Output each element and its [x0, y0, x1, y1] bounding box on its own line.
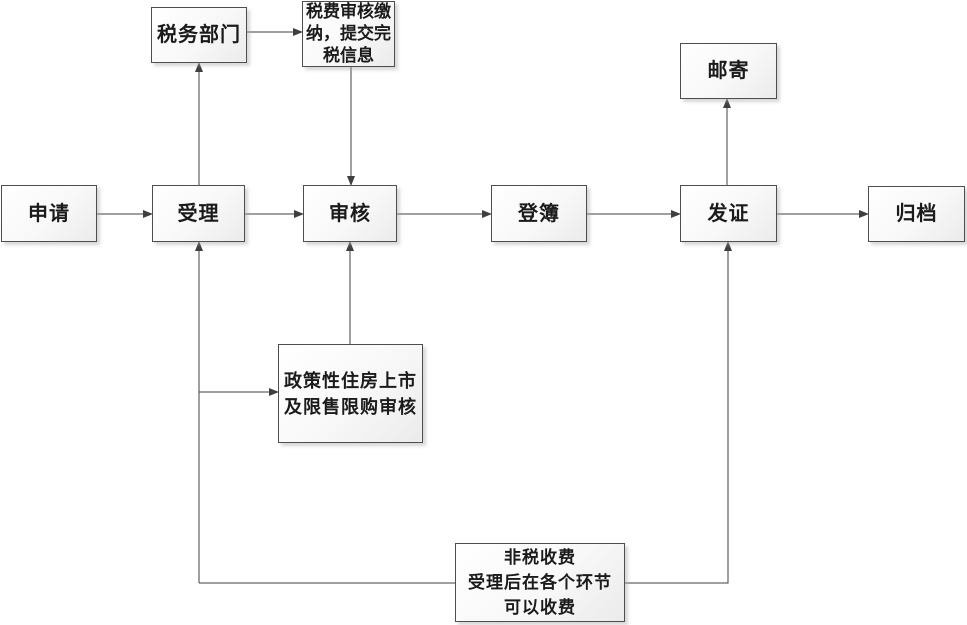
node-mail: 邮寄 — [680, 43, 777, 99]
node-issue: 发证 — [680, 185, 777, 242]
node-non-tax-fee: 非税收费 受理后在各个环节 可以收费 — [455, 543, 625, 622]
node-tax-info: 税费审核缴 纳，提交完 税信息 — [302, 1, 395, 67]
node-review: 审核 — [303, 185, 397, 242]
connector-bottompath-issue — [199, 241, 732, 584]
node-policy-housing: 政策性住房上市 及限售限购审核 — [278, 344, 423, 443]
node-tax-dept: 税务部门 — [151, 7, 247, 63]
node-archive: 归档 — [868, 186, 965, 242]
node-register: 登簿 — [491, 185, 587, 242]
node-accept: 受理 — [152, 185, 245, 242]
node-apply: 申请 — [1, 185, 97, 242]
